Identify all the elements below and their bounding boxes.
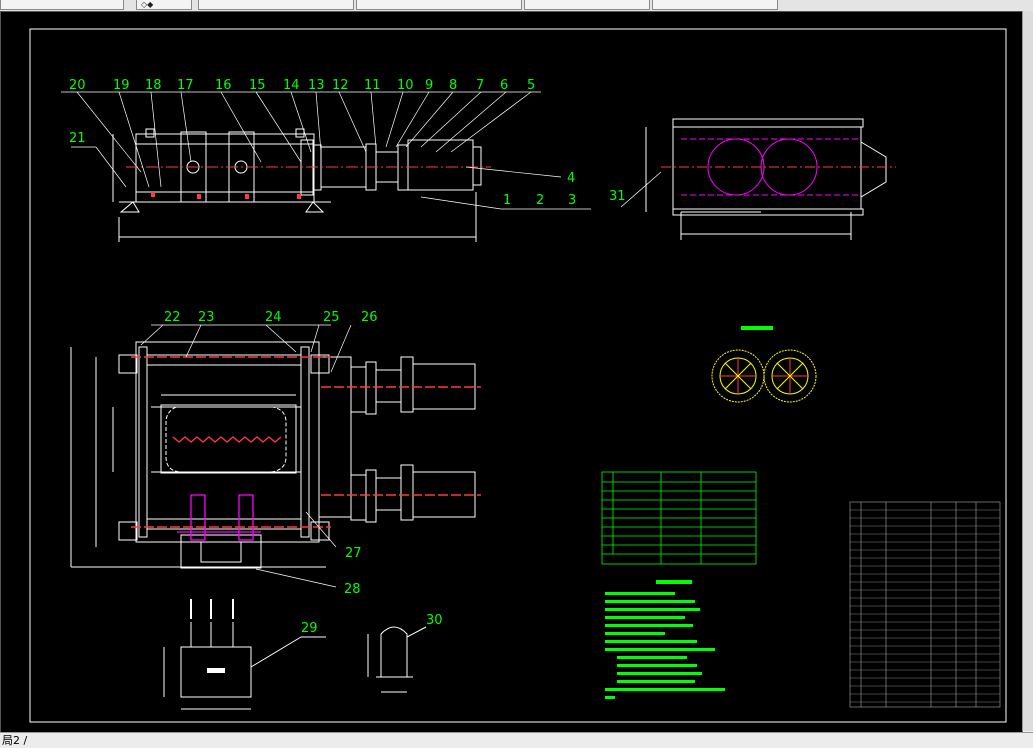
- layer-dropdown[interactable]: [198, 0, 354, 10]
- toolbar-cell[interactable]: [0, 0, 124, 10]
- control-box-terminals: [190, 599, 234, 619]
- callout: 1: [503, 193, 511, 208]
- plan-leaders: [140, 324, 352, 588]
- plotstyle-dropdown[interactable]: [652, 0, 778, 10]
- callout-leaders-top: [61, 91, 591, 210]
- side-view: [645, 118, 887, 240]
- callout: 16: [215, 78, 232, 93]
- toolbar: ◇◆: [0, 0, 1033, 12]
- callout: 30: [426, 613, 443, 628]
- callout: 27: [345, 546, 362, 561]
- callout: 17: [177, 78, 194, 93]
- callout-numbers-top: 20 19 18 17 16 15 14 13 12 11 10 9 8 7 6…: [69, 78, 626, 208]
- bracket-30: [367, 626, 427, 693]
- callout: 4: [567, 171, 575, 186]
- gear-title-mark: [741, 326, 773, 330]
- lineweight-dropdown[interactable]: [524, 0, 650, 10]
- plan-callout-numbers: 22 23 24 25 26 27 28: [164, 310, 378, 597]
- callout: 8: [449, 78, 457, 93]
- callout: 22: [164, 310, 181, 325]
- callout: 29: [301, 621, 318, 636]
- callout: 2: [536, 193, 544, 208]
- callout: 25: [323, 310, 340, 325]
- callout: 26: [361, 310, 378, 325]
- callout: 18: [145, 78, 162, 93]
- bottom-callout-numbers: 29 30: [301, 613, 443, 636]
- callout: 5: [527, 78, 535, 93]
- layer-icon[interactable]: ◇◆: [136, 0, 192, 10]
- callout: 28: [344, 582, 361, 597]
- callout: 10: [397, 78, 414, 93]
- callout: 15: [249, 78, 266, 93]
- elevation-view: [112, 128, 482, 242]
- plan-hidden: [177, 494, 261, 541]
- drawing-frame: [29, 28, 1007, 723]
- control-box-label-mark: [207, 668, 225, 673]
- callout: 31: [609, 189, 626, 204]
- cad-drawing: 20 19 18 17 16 15 14 13 12 11 10 9 8 7 6…: [29, 28, 1007, 723]
- elevation-holes: [151, 192, 301, 199]
- plan-view: [70, 341, 476, 569]
- callout: 23: [198, 310, 215, 325]
- callout: 11: [364, 78, 381, 93]
- control-box: [163, 622, 326, 710]
- callout: 19: [113, 78, 130, 93]
- layout-tab[interactable]: 局2 /: [2, 734, 28, 747]
- drawing-viewport[interactable]: 20 19 18 17 16 15 14 13 12 11 10 9 8 7 6…: [0, 11, 1023, 733]
- parameter-table: [601, 471, 757, 565]
- callout: 9: [425, 78, 433, 93]
- callout: 24: [265, 310, 282, 325]
- callout: 3: [568, 193, 576, 208]
- callout: 20: [69, 78, 86, 93]
- side-view-rolls: [681, 138, 861, 196]
- callout: 6: [500, 78, 508, 93]
- callout: 12: [332, 78, 349, 93]
- vertical-scrollbar[interactable]: [1022, 11, 1033, 731]
- parts-list-rows: [850, 509, 1000, 703]
- linetype-dropdown[interactable]: [356, 0, 522, 10]
- callout: 14: [283, 78, 300, 93]
- technical-notes: [605, 580, 725, 699]
- callout: 7: [476, 78, 484, 93]
- layout-tab-bar: 局2 /: [0, 732, 1033, 748]
- parts-list: [849, 501, 1001, 708]
- callout: 13: [308, 78, 325, 93]
- plan-curved-chute: [165, 406, 287, 473]
- gear-detail: [711, 349, 817, 403]
- callout: 21: [69, 131, 86, 146]
- plan-rack: [131, 356, 481, 528]
